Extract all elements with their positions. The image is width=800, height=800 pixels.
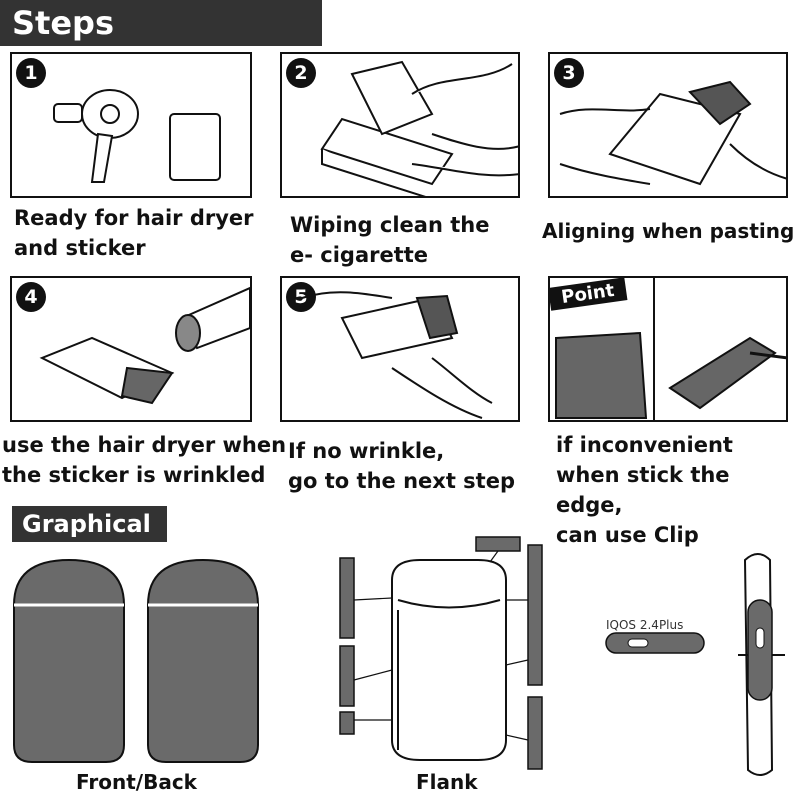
step-3-panel: 3 xyxy=(548,52,788,198)
hair-dryer-nozzle-icon xyxy=(175,286,250,352)
holder-sticker-slot xyxy=(627,638,649,648)
step-point-caption: if inconvenient when stick the edge, can… xyxy=(556,433,733,547)
sticker-icon xyxy=(120,366,174,405)
steps-header: Steps xyxy=(0,0,322,46)
folded-sticker-icon xyxy=(555,331,648,419)
device-with-clip-icon xyxy=(668,336,777,410)
holder-sticker-vertical xyxy=(747,599,773,701)
step-2-caption: Wiping clean the e- cigarette xyxy=(290,213,490,267)
hands-icon xyxy=(559,108,786,185)
step-1-caption: Ready for hair dryer and sticker xyxy=(14,206,254,260)
device-icon xyxy=(608,92,742,186)
sticker-sheet-icon xyxy=(169,113,221,181)
back-sticker xyxy=(146,558,260,763)
holder-sticker-slot-vertical xyxy=(755,627,765,649)
flank-label: Flank xyxy=(416,770,478,794)
aligning-sticker-illustration xyxy=(559,80,786,186)
step-1-panel: 1 xyxy=(10,52,252,198)
hair-dryer-icon xyxy=(53,89,139,183)
step-5-caption: If no wrinkle, go to the next step xyxy=(288,439,515,493)
flank-strip-stickers xyxy=(339,536,543,770)
hair-dryer-heating-illustration xyxy=(39,286,250,405)
sticker-icon xyxy=(688,80,752,126)
front-sticker xyxy=(12,558,126,763)
hands-icon xyxy=(301,291,493,419)
step-4-panel: 4 xyxy=(10,276,252,422)
clip-icon xyxy=(749,351,786,360)
step-point-panel: Point xyxy=(548,276,788,422)
holder-sticker xyxy=(605,632,705,654)
pressing-sticker-illustration xyxy=(301,291,493,419)
step-number-1: 1 xyxy=(16,58,46,88)
front-back-label: Front/Back xyxy=(76,770,197,794)
clip-tip-illustration xyxy=(555,278,786,420)
step-number-4: 4 xyxy=(16,282,46,312)
graphical-header: Graphical xyxy=(12,506,167,542)
hand-with-cloth-icon xyxy=(350,60,518,177)
flank-leader-lines xyxy=(353,550,529,741)
sticker-icon xyxy=(415,294,459,340)
iqos-model-label: IQOS 2.4Plus xyxy=(606,618,684,632)
hair-dryer-and-sticker-illustration xyxy=(53,89,221,183)
device-outline xyxy=(391,559,507,761)
step-number-5: 5 xyxy=(286,282,316,312)
step-number-2: 2 xyxy=(286,58,316,88)
step-4-caption: use the hair dryer when the sticker is w… xyxy=(2,433,287,487)
step-5-panel: 5 xyxy=(280,276,520,422)
step-3-caption: Aligning when pasting xyxy=(542,219,795,243)
step-number-3: 3 xyxy=(554,58,584,88)
wiping-device-illustration xyxy=(320,60,518,196)
step-2-panel: 2 xyxy=(280,52,520,198)
